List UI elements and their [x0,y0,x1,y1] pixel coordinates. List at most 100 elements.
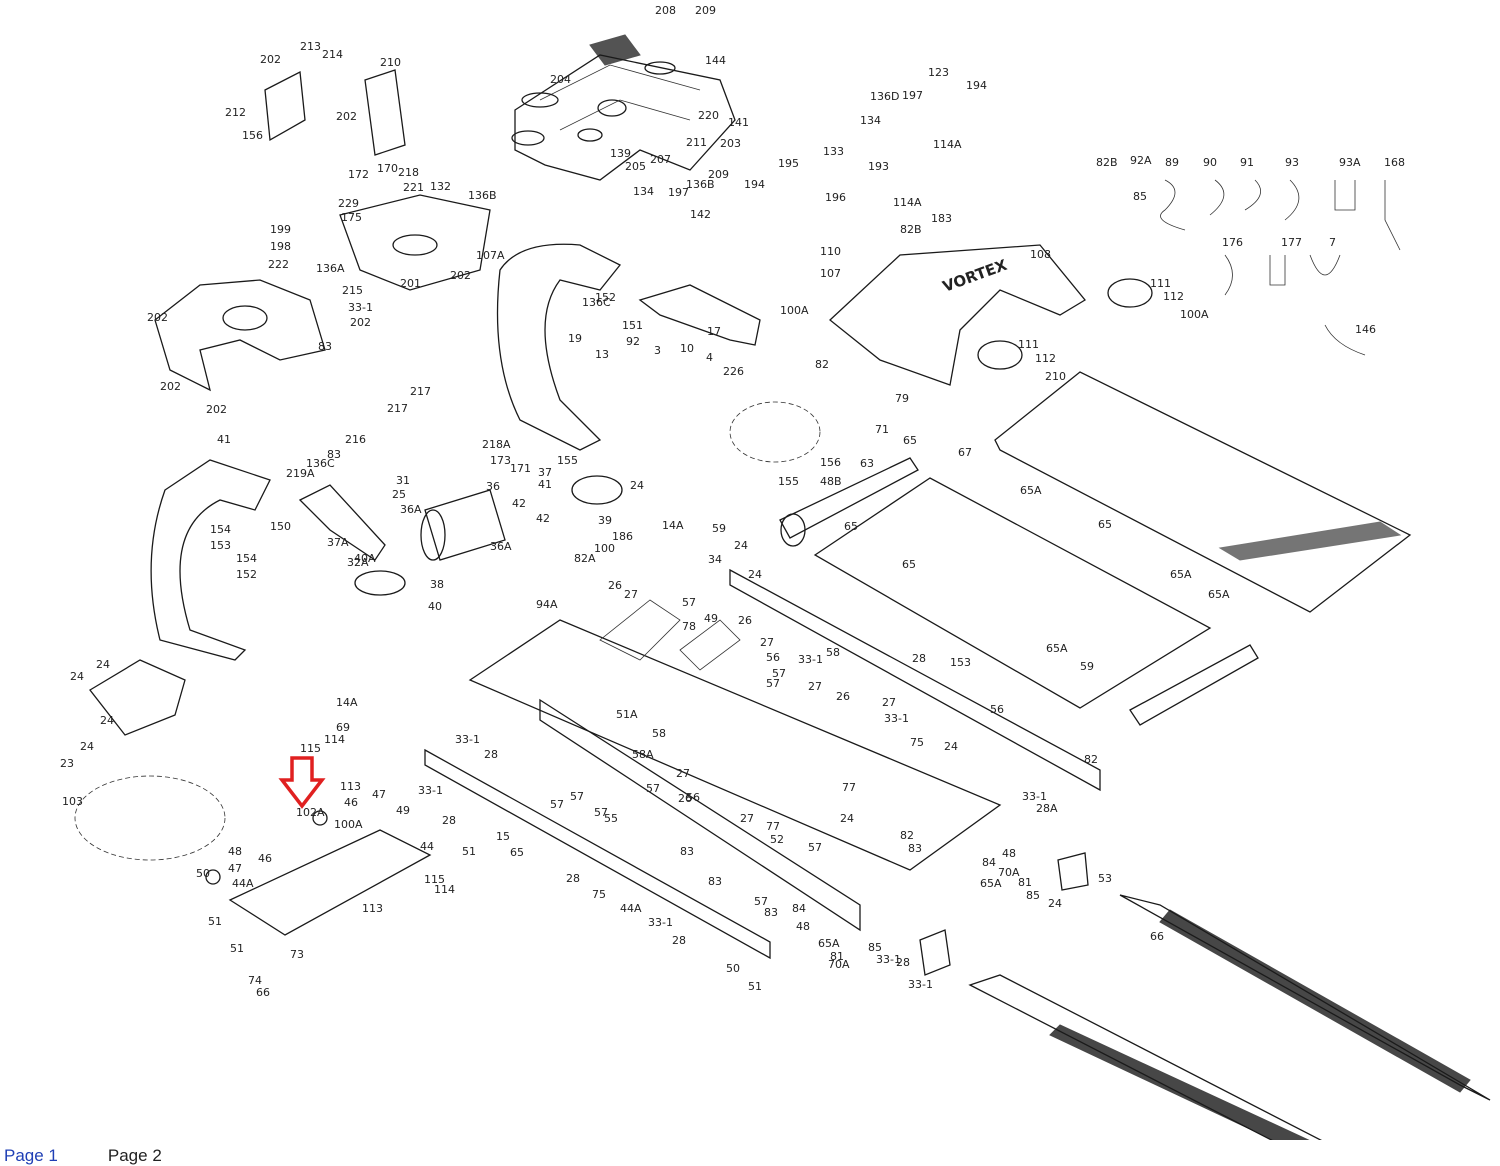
part-number-label: 58 [826,646,840,659]
part-number-label: 195 [778,157,799,170]
part-number-label: 202 [147,311,168,324]
part-number-label: 201 [400,277,421,290]
part-number-label: 59 [1080,660,1094,673]
part-number-label: 198 [270,240,291,253]
part-number-label: 33-1 [908,978,933,991]
part-number-label: 34 [708,553,722,566]
part-number-label: 50 [726,962,740,975]
page-2-link[interactable]: Page 2 [107,1146,162,1165]
part-number-label: 196 [825,191,846,204]
part-number-label: 168 [1384,156,1405,169]
part-number-label: 175 [341,211,362,224]
part-number-label: 40A [354,552,376,565]
part-number-label: 83 [327,448,341,461]
part-number-label: 136A [316,262,345,275]
part-number-label: 3 [654,344,661,357]
part-number-label: 197 [902,89,923,102]
part-number-label: 85 [1133,190,1147,203]
part-number-label: 85 [868,941,882,954]
part-number-label: 218 [398,166,419,179]
part-number-label: 151 [622,319,643,332]
part-number-label: 221 [403,181,424,194]
part-number-label: 46 [258,852,272,865]
part-number-label: 74 [248,974,262,987]
part-number-label: 136C [306,457,335,470]
part-number-label: 13 [595,348,609,361]
part-number-label: 33-1 [418,784,443,797]
part-number-label: 194 [744,178,765,191]
part-number-label: 37A [327,536,349,549]
part-number-label: 141 [728,116,749,129]
part-number-label: 78 [682,620,696,633]
part-number-label: 28 [442,814,456,827]
part-number-label: 57 [754,895,768,908]
part-number-label: 202 [336,110,357,123]
part-number-label: 33-1 [648,916,673,929]
part-number-label: 27 [740,812,754,825]
part-number-label: 36 [486,480,500,493]
part-number-label: 150 [270,520,291,533]
part-number-label: 81 [1018,876,1032,889]
part-number-label: 155 [557,454,578,467]
part-number-label: 57 [682,596,696,609]
part-number-label: 153 [950,656,971,669]
part-number-label: 229 [338,197,359,210]
part-number-label: 172 [348,168,369,181]
part-number-label: 210 [380,56,401,69]
part-number-label: 28 [912,652,926,665]
part-number-label: 84 [792,902,806,915]
part-number-label: 205 [625,160,646,173]
part-number-label: 226 [723,365,744,378]
part-number-label: 136D [870,90,899,103]
part-number-label: 65A [1046,642,1068,655]
part-number-label: 19 [568,332,582,345]
part-number-label: 108 [1030,248,1051,261]
part-number-label: 214 [322,48,343,61]
part-number-label: 66 [1150,930,1164,943]
part-number-label: 92A [1130,154,1152,167]
page-1-link[interactable]: Page 1 [4,1146,58,1165]
part-number-label: 194 [966,79,987,92]
part-number-label: 186 [612,530,633,543]
part-number-label: 102A [296,806,325,819]
part-number-label: 41 [538,478,552,491]
part-number-label: 67 [958,446,972,459]
part-number-label: 24 [100,714,114,727]
part-number-label: 24 [96,658,110,671]
part-number-label: 100A [780,304,809,317]
part-number-label: 216 [345,433,366,446]
part-number-label: 209 [695,4,716,17]
part-number-label: 132 [430,180,451,193]
part-number-label: 27 [760,636,774,649]
page-navigation: Page 1 Page 2 [4,1146,162,1166]
part-number-label: 44A [232,877,254,890]
part-number-label: 215 [342,284,363,297]
part-number-label: 146 [1355,323,1376,336]
part-number-label: 58 [652,727,666,740]
part-number-label: 17 [707,325,721,338]
part-number-label: 69 [336,721,350,734]
part-number-label: 217 [410,385,431,398]
part-number-label: 90 [1203,156,1217,169]
part-number-label: 100 [594,542,615,555]
part-number-label: 48 [796,920,810,933]
part-number-label: 24 [748,568,762,581]
part-number-label: 27 [808,680,822,693]
part-number-label: 115 [424,873,445,886]
part-number-label: 57 [570,790,584,803]
part-number-label: 176 [1222,236,1243,249]
part-number-label: 42 [536,512,550,525]
part-number-label: 218A [482,438,511,451]
part-number-label: 44 [420,840,434,853]
part-number-label: 26 [678,792,692,805]
part-number-label: 48B [820,475,842,488]
part-number-label: 57 [808,841,822,854]
part-number-label: 25 [392,488,406,501]
part-number-label: 50 [196,867,210,880]
part-number-label: 14A [336,696,358,709]
part-number-label: 113 [340,780,361,793]
part-number-label: 134 [860,114,881,127]
part-number-label: 42 [512,497,526,510]
part-number-label: 10 [680,342,694,355]
part-number-label: 81 [830,950,844,963]
